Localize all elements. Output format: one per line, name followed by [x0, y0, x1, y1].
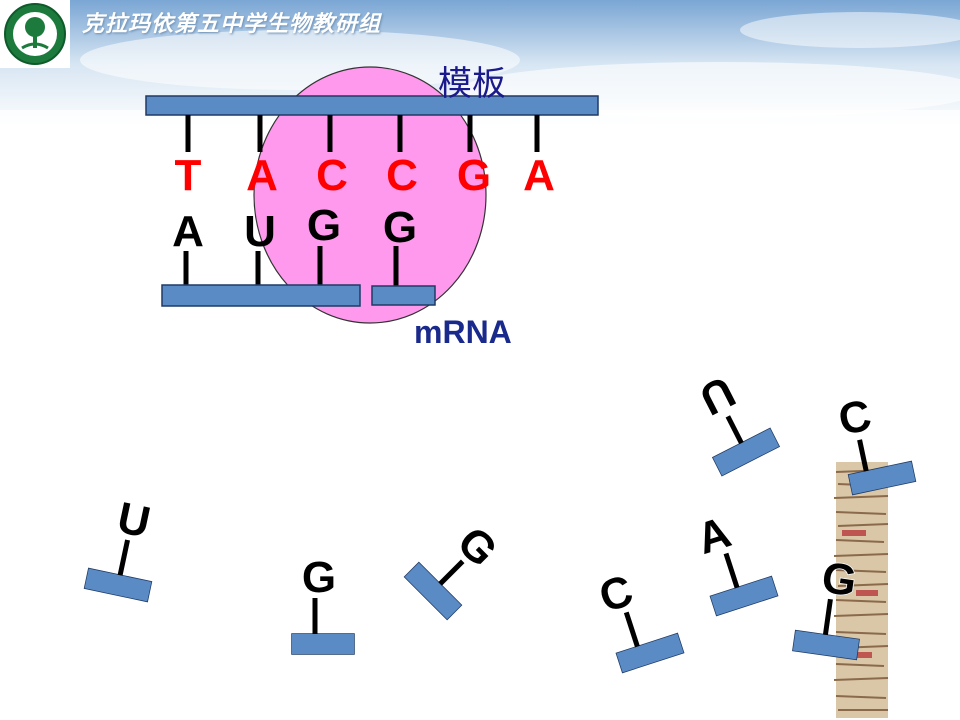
template-label: 模板	[438, 66, 506, 103]
mrna-strand	[161, 284, 361, 307]
free-nucleotide: C	[593, 565, 685, 674]
mrna-base: U	[244, 207, 276, 256]
free-nucleotide: A	[691, 507, 779, 617]
free-nucleotide-base: G	[302, 553, 336, 602]
template-base-sticks	[185, 115, 540, 152]
free-nucleotide-base: C	[834, 391, 875, 446]
template-base: A	[246, 151, 278, 200]
template-base: C	[316, 151, 348, 200]
mrna-base-sticks	[183, 246, 399, 286]
free-nucleotide: G	[792, 552, 860, 661]
template-base: C	[386, 151, 418, 200]
template-base: A	[523, 151, 555, 200]
free-nucleotide: U	[691, 366, 781, 477]
free-nucleotide: U	[83, 492, 155, 603]
enzyme-circle	[253, 66, 487, 324]
free-nucleotide-base: U	[692, 366, 743, 424]
free-nucleotide-base: U	[113, 493, 154, 548]
school-tree-logo-icon	[0, 0, 70, 68]
template-strand	[145, 95, 599, 116]
free-nucleotide: G	[403, 517, 507, 621]
template-base: T	[175, 151, 202, 200]
free-nucleotide-base: C	[593, 566, 638, 622]
mrna-label: mRNA	[414, 314, 512, 350]
mrna-base: G	[307, 201, 341, 250]
free-nucleotide: G	[291, 552, 355, 655]
template-base: G	[457, 151, 491, 200]
mrna-base: A	[172, 207, 204, 256]
mrna-base: G	[383, 203, 417, 252]
mrna-new-nucleotide	[371, 285, 436, 306]
free-nucleotide-base: A	[691, 508, 736, 564]
free-nucleotide-base: G	[819, 553, 860, 606]
header-title: 克拉玛依第五中学生物教研组	[82, 11, 382, 36]
cloud	[740, 12, 960, 48]
